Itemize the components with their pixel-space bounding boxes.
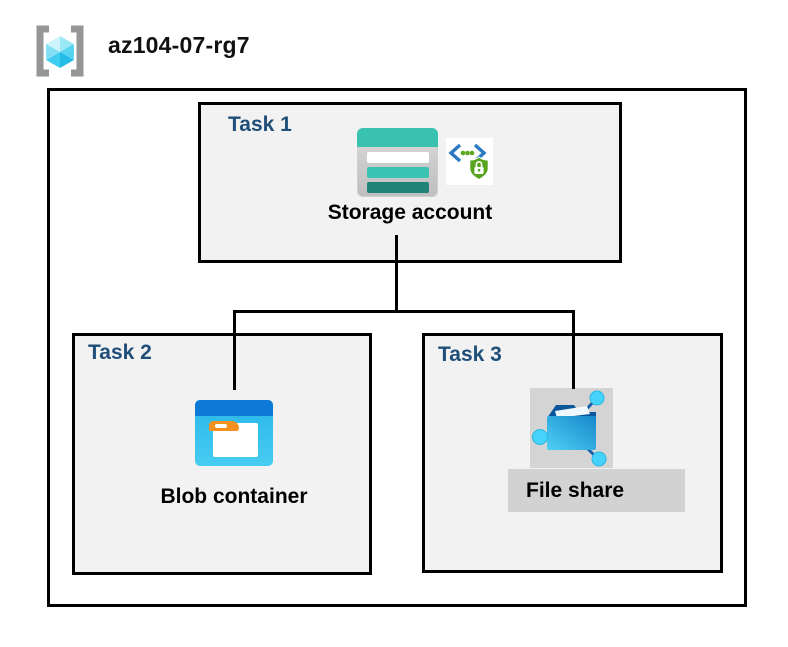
connector-to-blob-container (233, 310, 236, 390)
connector-storage-trunk (395, 235, 398, 313)
resource-group-icon (32, 24, 88, 78)
folder-tab-glyph (209, 421, 239, 431)
blob-container-label: Blob container (160, 485, 308, 508)
cube-glyph (46, 36, 74, 68)
task3-label: Task 3 (438, 343, 502, 366)
task1-label: Task 1 (228, 113, 292, 136)
file-share-label-highlight: File share (508, 469, 685, 512)
blob-container-icon (195, 400, 273, 466)
file-share-label: File share (526, 478, 625, 502)
connector-to-file-share (572, 310, 575, 389)
resource-group-name: az104-07-rg7 (108, 32, 250, 58)
task2-label: Task 2 (88, 341, 152, 364)
task2-box: Task 2 Blob container (72, 333, 372, 575)
connector-branch-horizontal (233, 310, 575, 313)
storage-icon-band (357, 128, 438, 147)
task1-box: Task 1 Storage account (198, 102, 622, 263)
storage-account-icon (357, 128, 438, 197)
secure-access-icon (446, 138, 493, 185)
file-share-icon (530, 388, 613, 468)
storage-account-label: Storage account (327, 201, 493, 224)
